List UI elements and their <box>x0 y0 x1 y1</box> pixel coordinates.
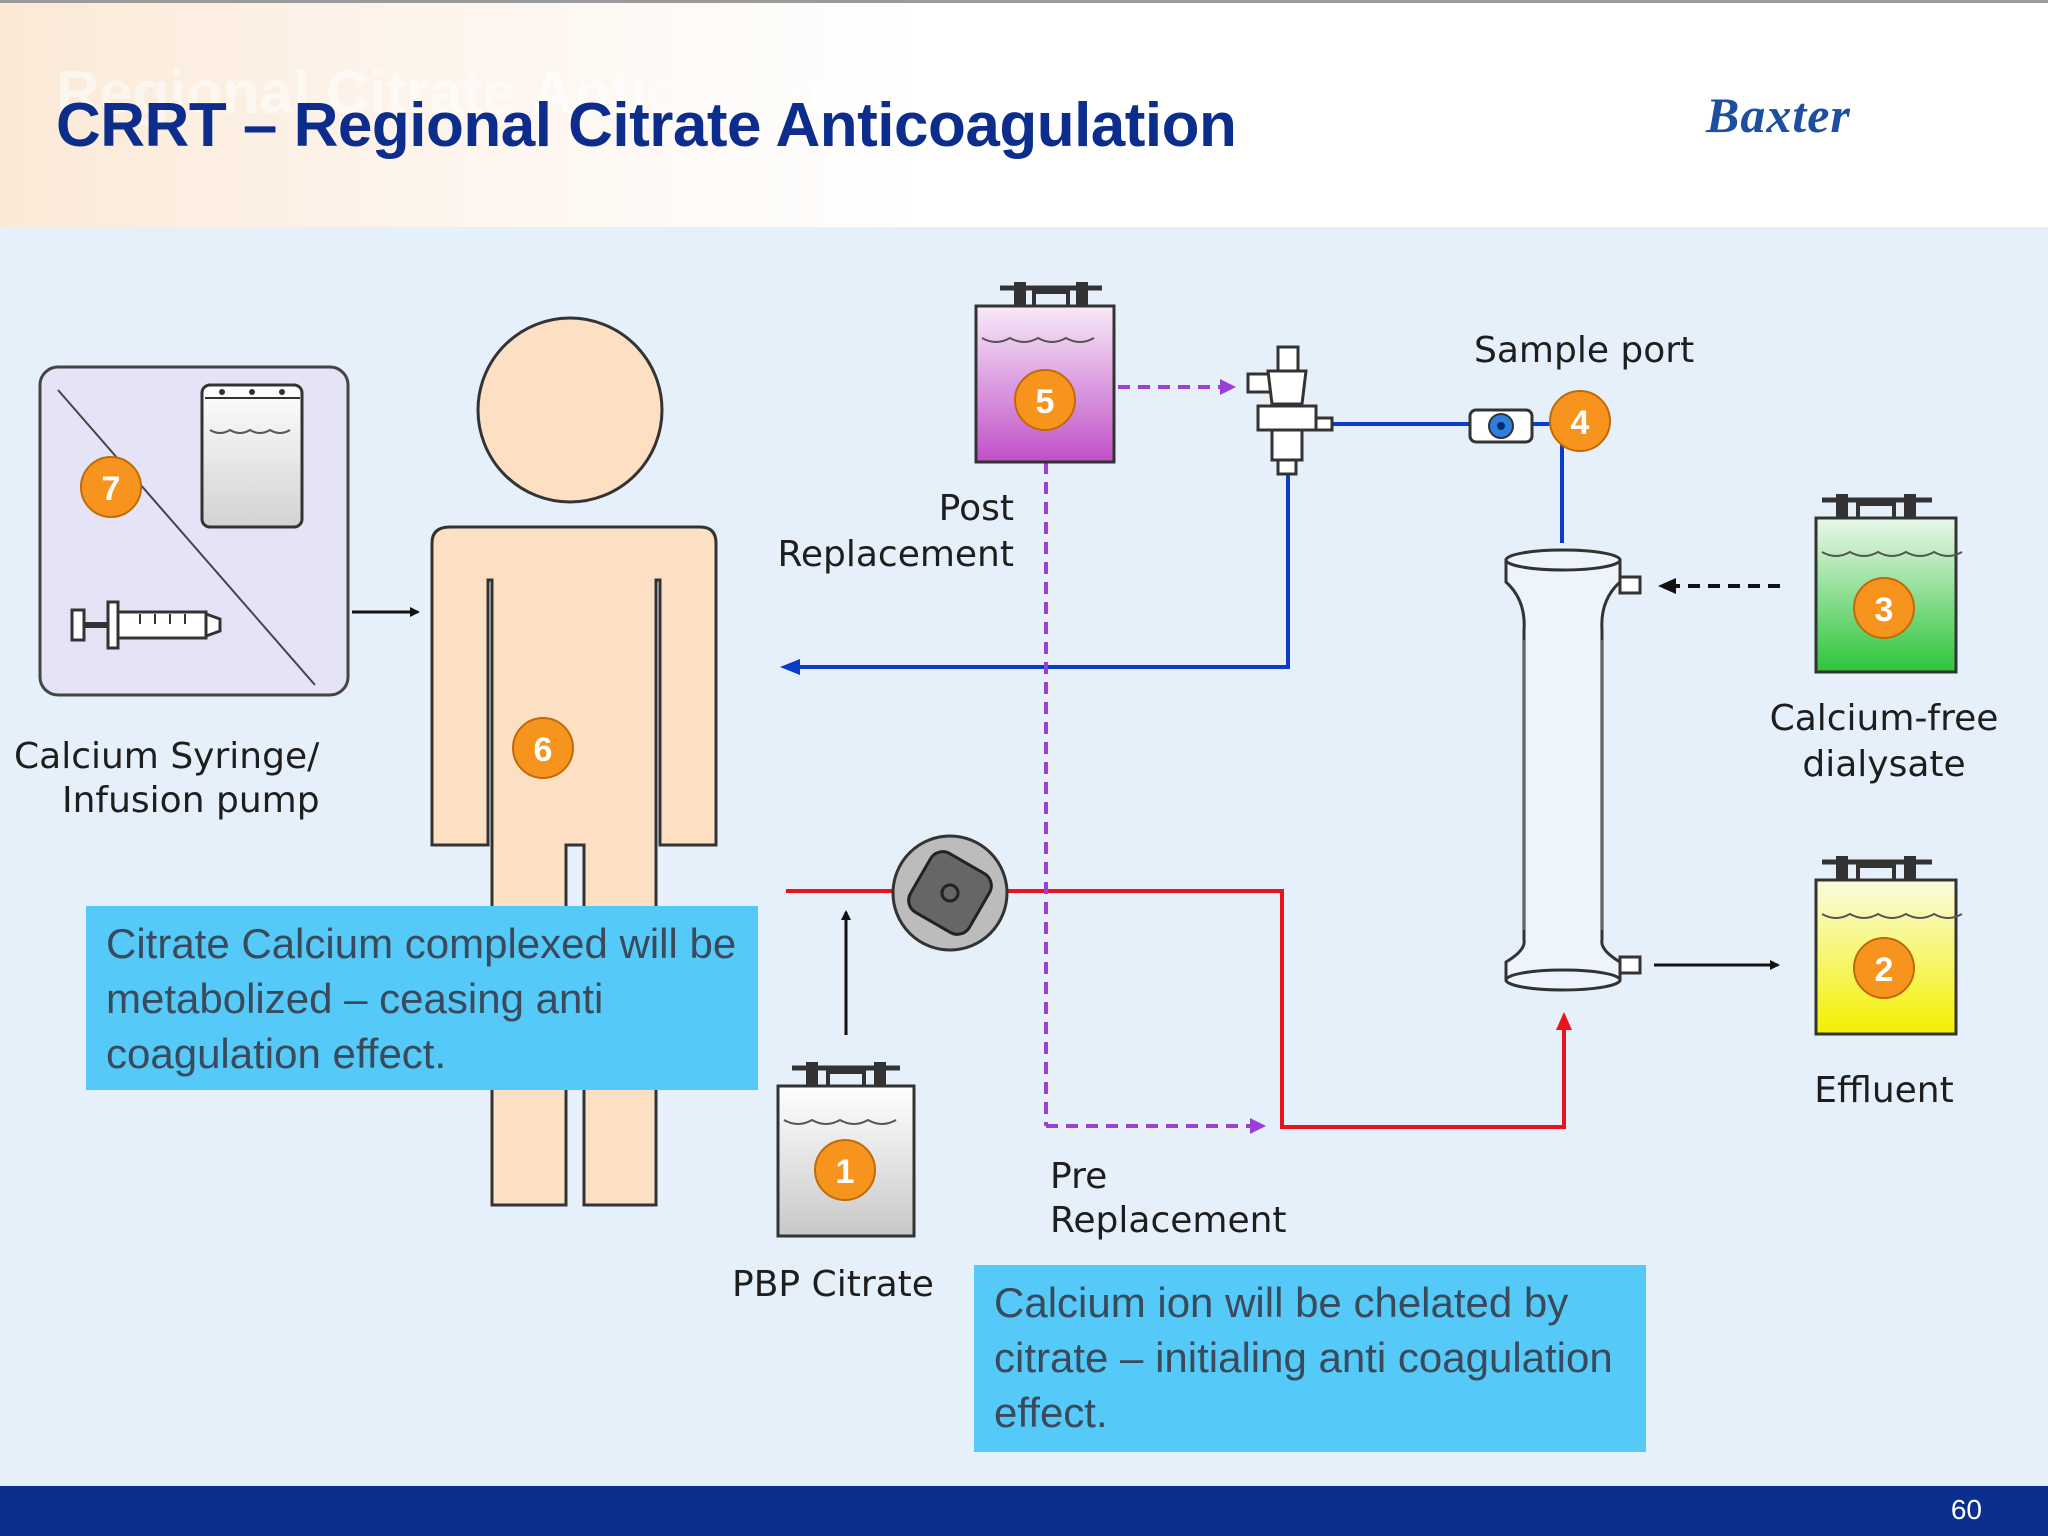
post-replacement-label-2: Replacement <box>777 534 1014 575</box>
svg-text:4: 4 <box>1571 404 1590 442</box>
blood-access-line <box>786 889 1572 1129</box>
badge-7: 7 <box>80 456 142 518</box>
slide-header: Regional Citrate Anticoagulation CRRT – … <box>0 0 2048 227</box>
calcium-syringe-label-1: Calcium Syringe/ <box>14 736 320 777</box>
syringe-icon <box>70 600 222 650</box>
badge-3: 3 <box>1853 577 1915 639</box>
post-replacement-label-1: Post <box>938 488 1014 529</box>
baxter-logo: Baxter <box>1706 87 1851 143</box>
svg-text:5: 5 <box>1036 383 1055 421</box>
calcium-free-label-1: Calcium-free <box>1769 698 1999 739</box>
header-rule <box>0 0 2048 3</box>
calcium-syringe-label-2: Infusion pump <box>62 780 320 821</box>
effluent-label: Effluent <box>1814 1070 1954 1111</box>
badge-5: 5 <box>1014 369 1076 431</box>
badge-1: 1 <box>814 1139 876 1201</box>
svg-text:2: 2 <box>1875 951 1894 989</box>
pre-replacement-label-1: Pre <box>1050 1156 1108 1197</box>
footer-bar <box>0 1486 2048 1536</box>
svg-text:1: 1 <box>836 1153 855 1191</box>
hemofilter-icon <box>1504 548 1642 992</box>
badge-2: 2 <box>1853 937 1915 999</box>
sample-port-label: Sample port <box>1474 330 1695 371</box>
blood-pump-icon <box>891 834 1009 952</box>
slide-title: CRRT – Regional Citrate Anticoagulation <box>56 91 1237 160</box>
infusion-bag-icon <box>200 383 304 529</box>
page-number: 60 <box>1950 1494 1982 1525</box>
ghost-title: Regional Citrate Anticoagulation <box>56 59 984 126</box>
badge-4: 4 <box>1549 390 1611 452</box>
svg-text:3: 3 <box>1875 591 1894 629</box>
calcium-free-label-2: dialysate <box>1802 744 1966 785</box>
metabolized-callout: Citrate Calcium complexed will be metabo… <box>86 906 758 1090</box>
drip-chamber-icon <box>1246 345 1334 476</box>
dialysate-in-arrow <box>1658 578 1780 594</box>
svg-text:7: 7 <box>102 470 121 508</box>
badge-6: 6 <box>512 717 574 779</box>
sample-port-icon <box>1468 408 1534 444</box>
pbp-citrate-label: PBP Citrate <box>732 1264 934 1305</box>
calcium-syringe-panel <box>38 365 350 697</box>
svg-text:6: 6 <box>534 731 553 769</box>
replacement-line <box>1044 379 1266 1134</box>
pre-replacement-label-2: Replacement <box>1050 1200 1287 1241</box>
chelated-callout: Calcium ion will be chelated by citrate … <box>974 1265 1646 1452</box>
